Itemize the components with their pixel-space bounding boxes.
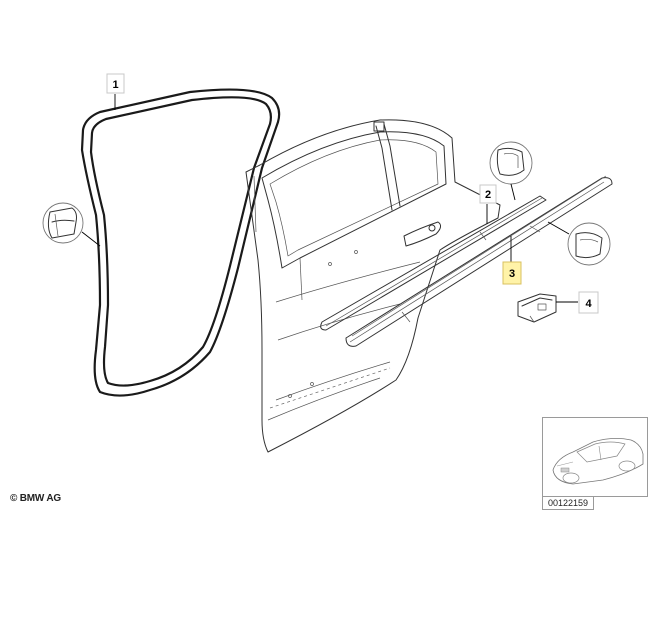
copyright-text: © BMW AG: [10, 493, 61, 504]
thumbnail-image-id: 00122159: [542, 497, 594, 510]
callout-1[interactable]: 1: [106, 73, 125, 94]
strip-profile-detail-bottom: [547, 221, 611, 266]
clip-part-4[interactable]: [517, 293, 557, 323]
callout-2[interactable]: 2: [479, 184, 497, 204]
callout-4-label: 4: [585, 298, 592, 310]
callout-4[interactable]: 4: [578, 291, 599, 314]
seal-profile-detail: [42, 202, 101, 247]
callout-1-label: 1: [112, 79, 118, 91]
door-seal-part-1[interactable]: [80, 88, 281, 397]
outer-trim-strip-part-3[interactable]: [345, 175, 613, 347]
car-silhouette-icon: [552, 438, 644, 485]
rear-door-shell: [245, 119, 501, 453]
callout-3[interactable]: 3: [502, 261, 522, 285]
vehicle-thumbnail[interactable]: [542, 417, 648, 497]
callout-3-label: 3: [509, 268, 515, 280]
window-channel-strip-part-2[interactable]: [320, 195, 547, 331]
strip-profile-detail-top: [489, 141, 533, 201]
callout-2-label: 2: [485, 189, 491, 201]
